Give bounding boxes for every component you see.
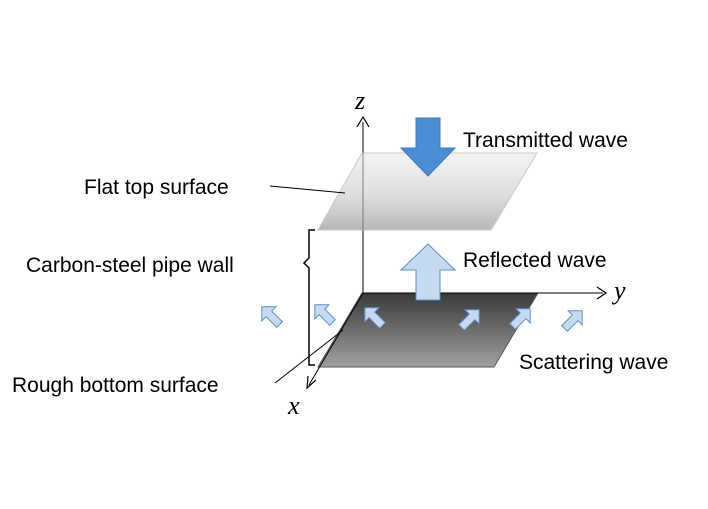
flat-top-leader bbox=[269, 185, 346, 194]
pipe-wall-bracket bbox=[302, 229, 315, 366]
scatter-arrow-1-icon bbox=[261, 306, 284, 329]
z-axis-label: z bbox=[354, 86, 365, 115]
z-axis-arrowhead bbox=[356, 115, 370, 128]
x-axis-label: x bbox=[287, 391, 300, 420]
scatter-arrow-5-icon bbox=[508, 308, 531, 331]
y-axis-label: y bbox=[611, 276, 626, 305]
rough-bottom-leader bbox=[274, 329, 344, 384]
y-axis-arrowhead bbox=[596, 286, 608, 300]
x-axis-arrowhead bbox=[306, 375, 317, 390]
flat-top-surface bbox=[317, 152, 538, 231]
transmitted-wave-label: Transmitted wave bbox=[463, 129, 628, 152]
rough-bottom-surface-label: Rough bottom surface bbox=[12, 374, 219, 397]
scatter-arrow-6-icon bbox=[560, 310, 583, 333]
scattering-wave-label: Scattering wave bbox=[519, 351, 668, 374]
scatter-arrow-4-icon bbox=[457, 309, 480, 332]
flat-top-surface-label: Flat top surface bbox=[84, 176, 229, 199]
transmitted-wave-arrow-icon bbox=[399, 117, 457, 177]
x-axis bbox=[308, 292, 364, 386]
scatter-arrow-3-icon bbox=[364, 307, 387, 330]
rough-bottom-surface bbox=[317, 292, 539, 368]
reflected-wave-arrow-icon bbox=[399, 243, 457, 301]
scatter-arrow-2-icon bbox=[314, 304, 337, 327]
pipe-wall-label: Carbon-steel pipe wall bbox=[26, 254, 234, 277]
reflected-wave-label: Reflected wave bbox=[463, 249, 607, 272]
